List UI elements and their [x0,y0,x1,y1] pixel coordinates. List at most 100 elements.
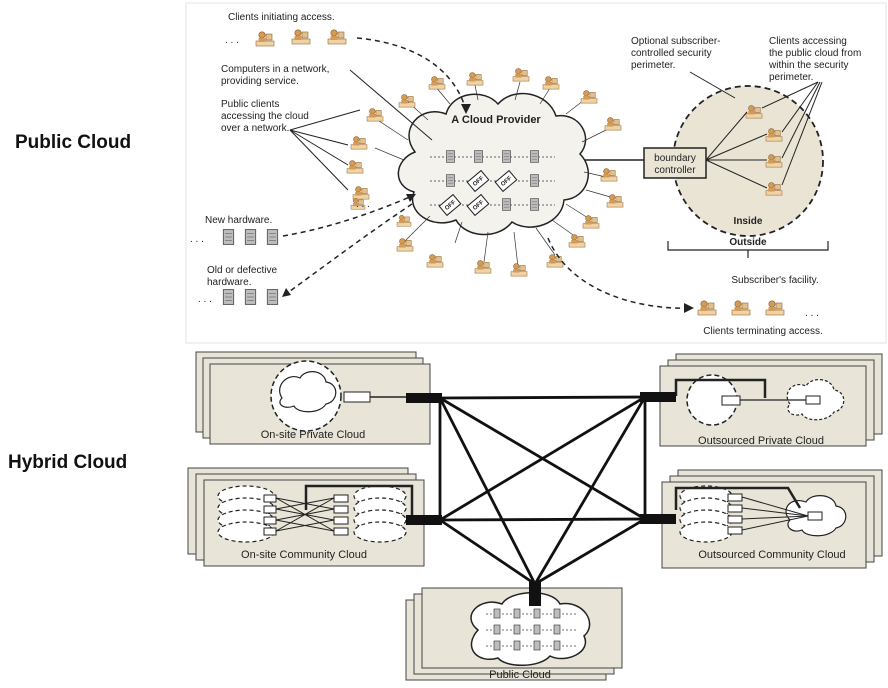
server-icon [446,150,455,163]
inside-client-icon [765,182,783,196]
onsite-community-label: On-site Community Cloud [241,549,367,561]
inside-client-icon [745,105,763,119]
client-icon [396,238,414,252]
optional-text-3: perimeter. [631,60,675,71]
client-icon [426,254,444,268]
clients-accessing-text-1: Clients accessing [769,36,847,47]
boundary-links [705,111,768,189]
hybrid-interconnects [438,395,647,586]
server-icon [530,198,539,211]
public-clients-text-1: Public clients [221,99,279,110]
new-hardware-server-icon [266,229,279,245]
onsite-private-label: On-site Private Cloud [261,429,366,441]
optional-arrow [689,71,736,99]
client-icon [366,108,384,122]
private-cloud-icon [279,371,337,413]
onsite-community-cloud-panel: On-site Community Cloud [187,467,425,567]
off-server-icon: OFF [494,169,518,193]
initiating-client-icon [255,31,275,47]
subscriber-facility-text: Subscriber's facility. [731,275,818,286]
client-icon [542,76,560,90]
outsourced-private-label: Outsourced Private Cloud [698,435,824,447]
arrow-heads [282,104,694,313]
client-icon [580,90,598,104]
hybrid-connectors [406,392,676,606]
dashed-arrows [282,37,691,309]
old-hardware-server-icon [222,289,235,305]
ellipsis-1: . . . [225,35,239,46]
client-icon [466,72,484,86]
boundary-text-2: controller [654,165,696,176]
client-icon [346,160,364,174]
public-clients-text-2: accessing the cloud [221,111,309,122]
initiating-client-icon [327,29,347,45]
clients-terminating-text: Clients terminating access. [703,326,823,337]
old-hardware-text-1: Old or defective [207,265,277,276]
connector-onsite-community [406,515,442,525]
client-icon [396,214,412,227]
old-hardware-server-icon [244,289,257,305]
ellipsis-5: . . . [356,199,370,210]
client-icon [352,186,370,200]
client-icon [398,94,416,108]
outside-label: Outside [729,237,767,248]
outsourced-community-cloud-panel: Outsourced Community Cloud [661,469,883,569]
onsite-private-cloud-panel: On-site Private Cloud [195,351,431,445]
optional-text-2: controlled security [631,48,712,59]
server-icon [530,174,539,187]
initiating-client-icon [291,29,311,45]
server-icon [502,150,511,163]
new-hardware-server-icon [222,229,235,245]
client-icon [606,194,624,208]
new-hardware-text: New hardware. [205,215,272,226]
client-icon [604,117,622,131]
public-cloud-panel: Public Cloud [405,587,623,681]
client-icon [428,76,446,90]
annotation-arrows-inside [761,81,823,186]
boundary-controller [643,147,707,179]
client-icon [512,68,530,82]
client-icon [568,234,586,248]
off-server-icon: OFF [466,169,490,193]
connector-onsite-private [406,393,442,403]
client-icon [582,215,600,229]
connector-outsourced-private [640,392,676,402]
inside-label: Inside [734,216,763,227]
connector-public [529,582,541,606]
ellipsis-2: . . . [190,234,204,245]
new-hardware-server-icon [244,229,257,245]
off-server-icon: OFF [438,193,462,217]
boundary-text-1: boundary [654,153,696,164]
terminating-client-icon [731,300,751,316]
annotation-arrows-left [289,69,433,191]
computers-text-2: providing service. [221,76,299,87]
inside-client-icon [765,154,783,168]
server-icon [474,150,483,163]
cloud-provider-title: A Cloud Provider [451,114,541,126]
outsourced-private-cloud-panel: Outsourced Private Cloud [659,353,883,447]
hybrid-cloud-diagram: On-site Private Cloud Outsourced Private… [184,346,887,686]
computers-text-1: Computers in a network, [221,64,329,75]
server-icon [446,174,455,187]
server-grid: OFF OFF OFF OFF [430,150,555,217]
clients-accessing-text-2: the public cloud from [769,48,861,59]
off-server-icon: OFF [466,193,490,217]
optional-text-1: Optional subscriber- [631,36,720,47]
hybrid-cloud-label: Hybrid Cloud [8,452,128,473]
ellipsis-4: . . . [805,308,819,319]
clients-initiating-text: Clients initiating access. [228,12,335,23]
terminating-client-icon [765,300,785,316]
ellipsis-3: . . . [198,294,212,305]
public-cloud-label: Public Cloud [15,132,132,153]
server-icon [502,198,511,211]
old-hardware-text-2: hardware. [207,277,251,288]
outsourced-community-label: Outsourced Community Cloud [698,549,845,561]
client-icon [510,263,528,277]
public-clients-text-3: over a network. [221,123,289,134]
surrounding-clients [346,68,624,277]
inside-client-icon [765,128,783,142]
public-cloud-diagram: Clients initiating access. . . . Compute… [185,2,887,344]
clients-accessing-text-4: perimeter. [769,72,813,83]
server-icon [530,150,539,163]
